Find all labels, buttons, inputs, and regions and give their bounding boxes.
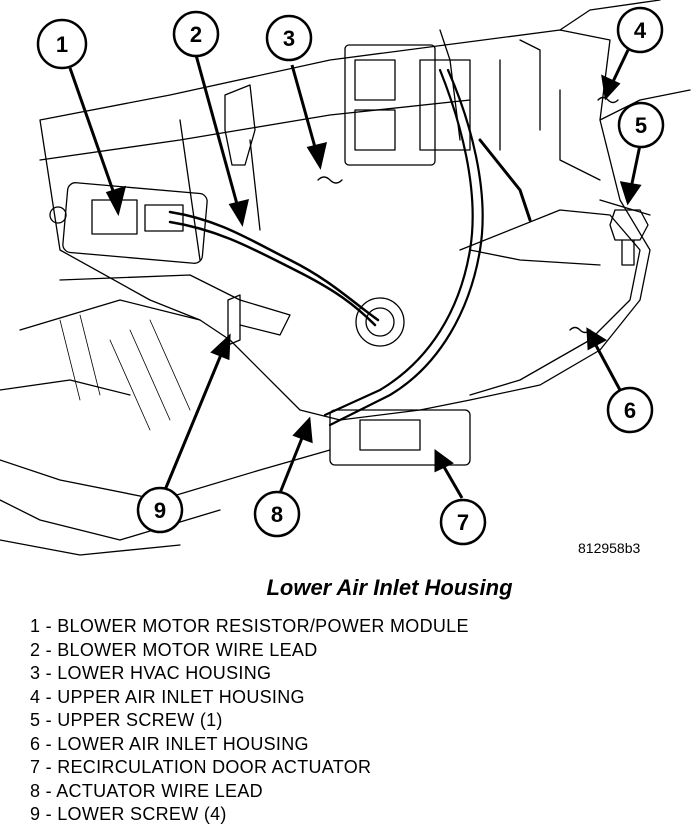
- callout-label-8: 8: [271, 502, 283, 527]
- hvac-illustration: 1 2 3 4 5 6 7 8 9: [0, 0, 691, 556]
- blower-motor-wire-lead: [168, 210, 380, 322]
- legend-item: 8 - ACTUATOR WIRE LEAD: [30, 780, 263, 801]
- leader-1: [68, 67, 120, 206]
- callout-circle-7: [439, 498, 487, 546]
- upper-screw-shape: [609, 209, 649, 241]
- callout-label-9: 9: [154, 498, 166, 523]
- leader-9: [163, 344, 227, 491]
- parts-legend: 1 - BLOWER MOTOR RESISTOR/POWER MODULE 2…: [30, 615, 469, 827]
- callout-label-6: 6: [624, 398, 636, 423]
- lower-screw-shape: [227, 294, 241, 346]
- callout-label-1: 1: [56, 32, 68, 57]
- callout-label-7: 7: [457, 510, 469, 535]
- leader-6: [590, 337, 622, 391]
- legend-item: 5 - UPPER SCREW (1): [30, 710, 223, 730]
- resistor-module-shape: [62, 182, 208, 264]
- leader-2: [194, 54, 242, 216]
- callout-label-4: 4: [634, 18, 647, 43]
- legend-item: 4 - UPPER AIR INLET HOUSING: [30, 686, 305, 707]
- legend-item: 2 - BLOWER MOTOR WIRE LEAD: [30, 639, 318, 660]
- callout-circle-6: [606, 386, 654, 434]
- lower-hvac-housing-outline: [39, 29, 651, 421]
- callout-circle-8: [253, 490, 301, 538]
- legend-item: 1 - BLOWER MOTOR RESISTOR/POWER MODULE: [30, 616, 469, 636]
- callout-label-5: 5: [635, 113, 647, 138]
- actuator-shape: [329, 409, 471, 466]
- callout-label-2: 2: [190, 22, 202, 47]
- legend-item: 9 - LOWER SCREW (4): [30, 804, 227, 824]
- legend-item: 7 - RECIRCULATION DOOR ACTUATOR: [30, 757, 372, 777]
- lower-air-inlet-housing-outline: [459, 209, 641, 396]
- legend-item: 3 - LOWER HVAC HOUSING: [30, 663, 272, 683]
- callout-circle-2: [172, 10, 220, 58]
- callout-circle-9: [136, 486, 184, 534]
- callout-circle-4: [616, 6, 664, 54]
- legend-item: 6 - LOWER AIR INLET HOUSING: [30, 733, 309, 754]
- callout-circle-5: [617, 101, 665, 149]
- actuator-wire-lead: [323, 68, 474, 417]
- figure-id: 812958b3: [578, 540, 641, 556]
- callout-label-3: 3: [283, 26, 295, 51]
- figure-caption: Lower Air Inlet Housing: [266, 575, 513, 600]
- callout-circle-3: [265, 14, 313, 62]
- callout-circle-1: [36, 18, 88, 70]
- leader-3: [290, 64, 320, 159]
